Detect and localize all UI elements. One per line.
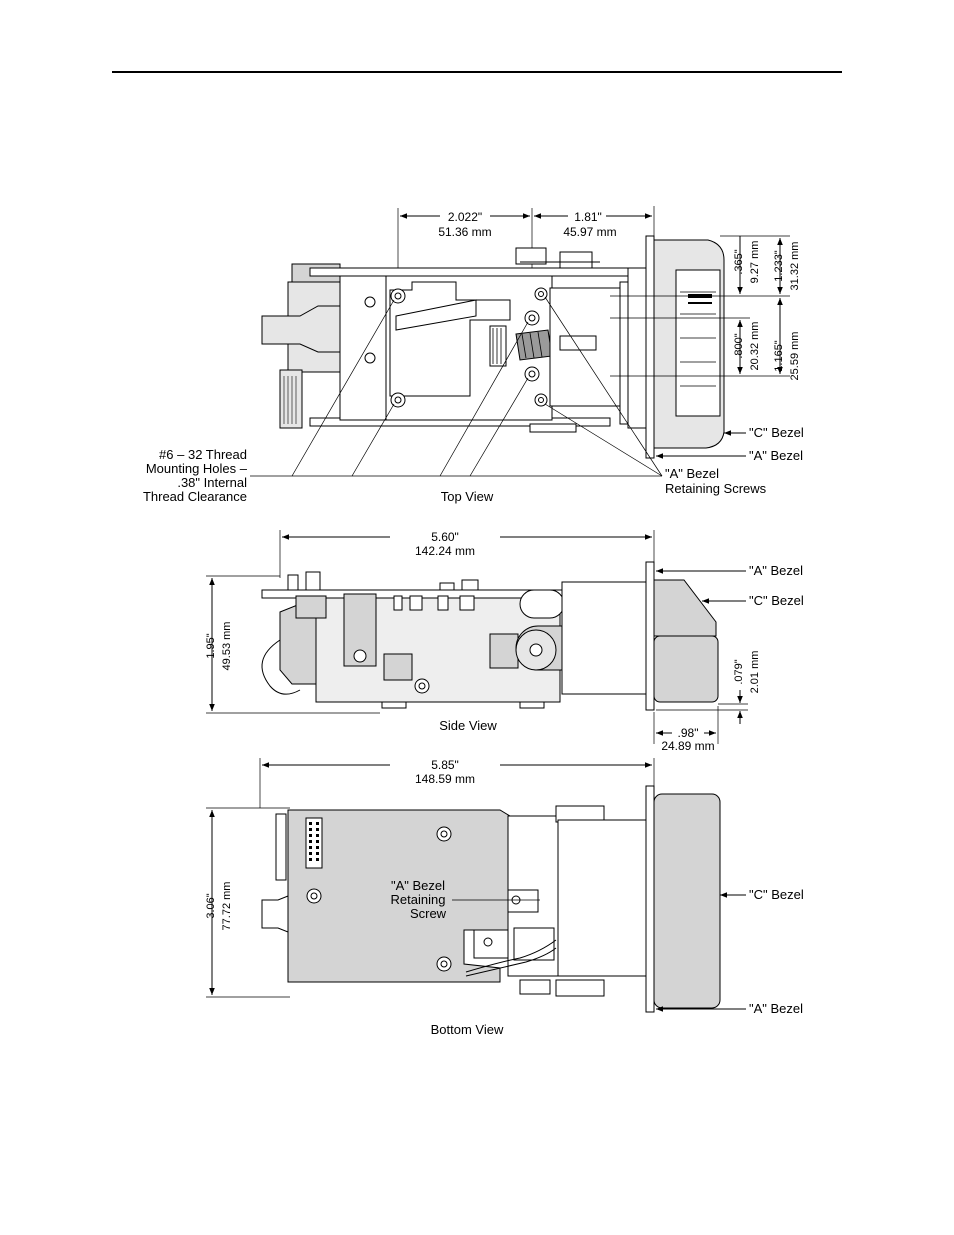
side-label-c-bezel: "C" Bezel	[749, 593, 804, 608]
top-view: 2.022" 51.36 mm 1.81" 45.97 mm	[143, 206, 804, 504]
dim-c-in: .800"	[733, 333, 745, 358]
bottom-view-caption: Bottom View	[431, 1022, 504, 1037]
bottom-label-c-bezel: "C" Bezel	[749, 887, 804, 902]
side-view-caption: Side View	[439, 718, 497, 733]
dim-width-in: 2.022"	[448, 210, 482, 224]
dim-depth-mm: 45.97 mm	[563, 225, 616, 239]
mounting-holes-line-2: Mounting Holes –	[146, 461, 248, 476]
dim-width-mm: 51.36 mm	[438, 225, 491, 239]
side-dim-length-mm: 142.24 mm	[415, 544, 475, 558]
dim-b-mm: 31.32 mm	[789, 242, 801, 291]
retaining-screw-line-3: Screw	[410, 906, 447, 921]
bottom-view: 5.85" 148.59 mm 3.06" 77.72 mm	[205, 758, 804, 1037]
mounting-holes-line-3: .38" Internal	[177, 475, 247, 490]
side-dim-bezel-mm: 24.89 mm	[661, 739, 714, 753]
label-c-bezel: "C" Bezel	[749, 425, 804, 440]
side-dim-bezel-in: .98"	[678, 726, 699, 740]
dim-a-mm: 9.27 mm	[749, 241, 761, 284]
retaining-screw-line-2: Retaining	[391, 892, 446, 907]
retaining-screws-line-1: "A" Bezel	[665, 466, 719, 481]
side-dim-length-in: 5.60"	[431, 530, 459, 544]
top-view-caption: Top View	[441, 489, 494, 504]
bottom-dim-length-in: 5.85"	[431, 758, 459, 772]
mounting-holes-line-1: #6 – 32 Thread	[159, 447, 247, 462]
dim-depth-in: 1.81"	[574, 210, 602, 224]
dim-d-in: 1.165"	[773, 340, 785, 372]
bottom-label-a-bezel: "A" Bezel	[749, 1001, 803, 1016]
header-rule	[112, 71, 842, 73]
bottom-dim-width-in: 3.06"	[205, 893, 217, 918]
mounting-holes-line-4: Thread Clearance	[143, 489, 247, 504]
dim-b-in: 1.233"	[773, 250, 785, 282]
retaining-screw-line-1: "A" Bezel	[391, 878, 445, 893]
dim-a-in: .365"	[733, 249, 745, 274]
bottom-dim-length-mm: 148.59 mm	[415, 772, 475, 786]
side-dim-height-in: 1.95"	[205, 633, 217, 658]
side-dim-gap-in: .079"	[733, 659, 745, 684]
bottom-dim-width-mm: 77.72 mm	[221, 882, 233, 931]
side-dim-height-mm: 49.53 mm	[221, 622, 233, 671]
retaining-screws-line-2: Retaining Screws	[665, 481, 767, 496]
dim-c-mm: 20.32 mm	[749, 322, 761, 371]
side-label-a-bezel: "A" Bezel	[749, 563, 803, 578]
side-dim-gap-mm: 2.01 mm	[749, 651, 761, 694]
dim-d-mm: 25.59 mm	[789, 332, 801, 381]
side-view: 5.60" 142.24 mm 1.95" 49.53 mm	[205, 530, 804, 753]
label-a-bezel: "A" Bezel	[749, 448, 803, 463]
